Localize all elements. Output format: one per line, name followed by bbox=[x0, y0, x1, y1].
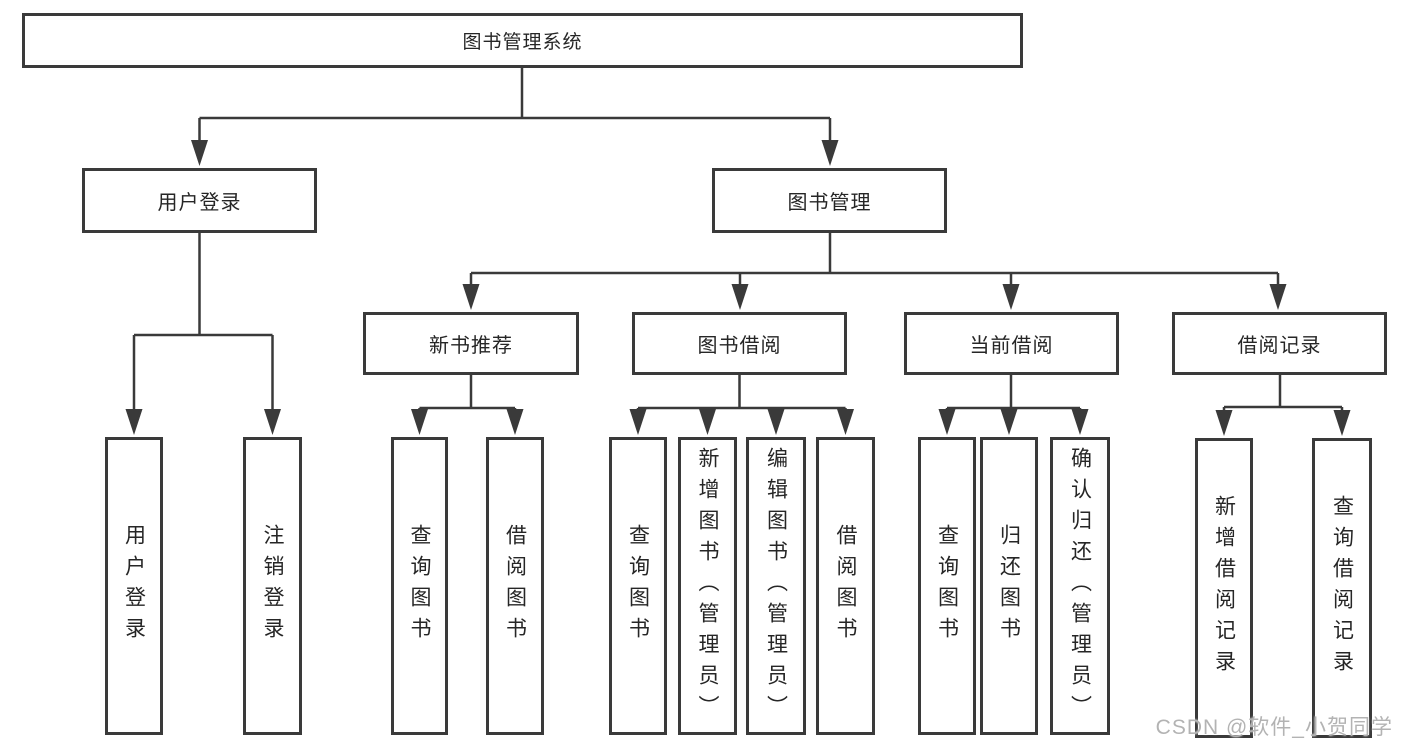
node-current-borrow: 当前借阅 bbox=[904, 312, 1119, 375]
leaf-borrow-books-1-label: 借阅图书 bbox=[503, 524, 527, 648]
watermark: CSDN @软件_小贺同学 bbox=[1155, 716, 1393, 739]
node-borrow-records: 借阅记录 bbox=[1172, 312, 1387, 375]
node-current-borrow-label: 当前借阅 bbox=[969, 335, 1054, 357]
node-borrow-records-label: 借阅记录 bbox=[1237, 335, 1322, 357]
leaf-edit-book-admin-label: 编辑图书（管理员） bbox=[764, 446, 788, 726]
leaf-user-login-label: 用户登录 bbox=[122, 524, 146, 648]
node-user-login: 用户登录 bbox=[82, 168, 317, 233]
leaf-return-book-label: 归还图书 bbox=[997, 524, 1021, 648]
leaf-add-borrow-record: 新增借阅记录 bbox=[1195, 438, 1253, 738]
leaf-borrow-books-1: 借阅图书 bbox=[486, 437, 544, 735]
leaf-add-book-admin: 新增图书（管理员） bbox=[678, 437, 737, 735]
leaf-borrow-books-2-label: 借阅图书 bbox=[834, 524, 857, 648]
leaf-query-books-1-label: 查询图书 bbox=[408, 524, 431, 648]
leaf-edit-book-admin: 编辑图书（管理员） bbox=[746, 437, 806, 735]
leaf-borrow-books-2: 借阅图书 bbox=[816, 437, 875, 735]
leaf-query-books-2: 查询图书 bbox=[609, 437, 667, 735]
leaf-query-books-3-label: 查询图书 bbox=[935, 524, 959, 648]
node-book-management: 图书管理 bbox=[712, 168, 947, 233]
leaf-logout-label: 注销登录 bbox=[261, 524, 284, 648]
node-new-book-recommend-label: 新书推荐 bbox=[429, 335, 513, 357]
leaf-add-borrow-record-label: 新增借阅记录 bbox=[1212, 495, 1236, 681]
leaf-query-books-2-label: 查询图书 bbox=[626, 524, 650, 648]
node-root-label: 图书管理系统 bbox=[462, 32, 583, 53]
leaf-confirm-return-admin: 确认归还（管理员） bbox=[1050, 437, 1110, 735]
leaf-confirm-return-admin-label: 确认归还（管理员） bbox=[1068, 446, 1092, 726]
leaf-query-books-3: 查询图书 bbox=[918, 437, 976, 735]
arrowheads bbox=[125, 140, 1351, 436]
node-new-book-recommend: 新书推荐 bbox=[363, 312, 579, 375]
leaf-query-borrow-record-label: 查询借阅记录 bbox=[1330, 495, 1354, 681]
leaf-return-book: 归还图书 bbox=[980, 437, 1038, 735]
leaf-query-borrow-record: 查询借阅记录 bbox=[1312, 438, 1372, 738]
node-book-borrow-label: 图书借阅 bbox=[697, 335, 782, 357]
leaf-add-book-admin-label: 新增图书（管理员） bbox=[696, 446, 719, 726]
node-book-borrow: 图书借阅 bbox=[632, 312, 847, 375]
node-root: 图书管理系统 bbox=[22, 13, 1023, 68]
leaf-query-books-1: 查询图书 bbox=[391, 437, 448, 735]
leaf-logout: 注销登录 bbox=[243, 437, 302, 735]
node-book-management-label: 图书管理 bbox=[787, 192, 872, 214]
node-user-login-label: 用户登录 bbox=[157, 192, 242, 214]
leaf-user-login: 用户登录 bbox=[105, 437, 163, 735]
